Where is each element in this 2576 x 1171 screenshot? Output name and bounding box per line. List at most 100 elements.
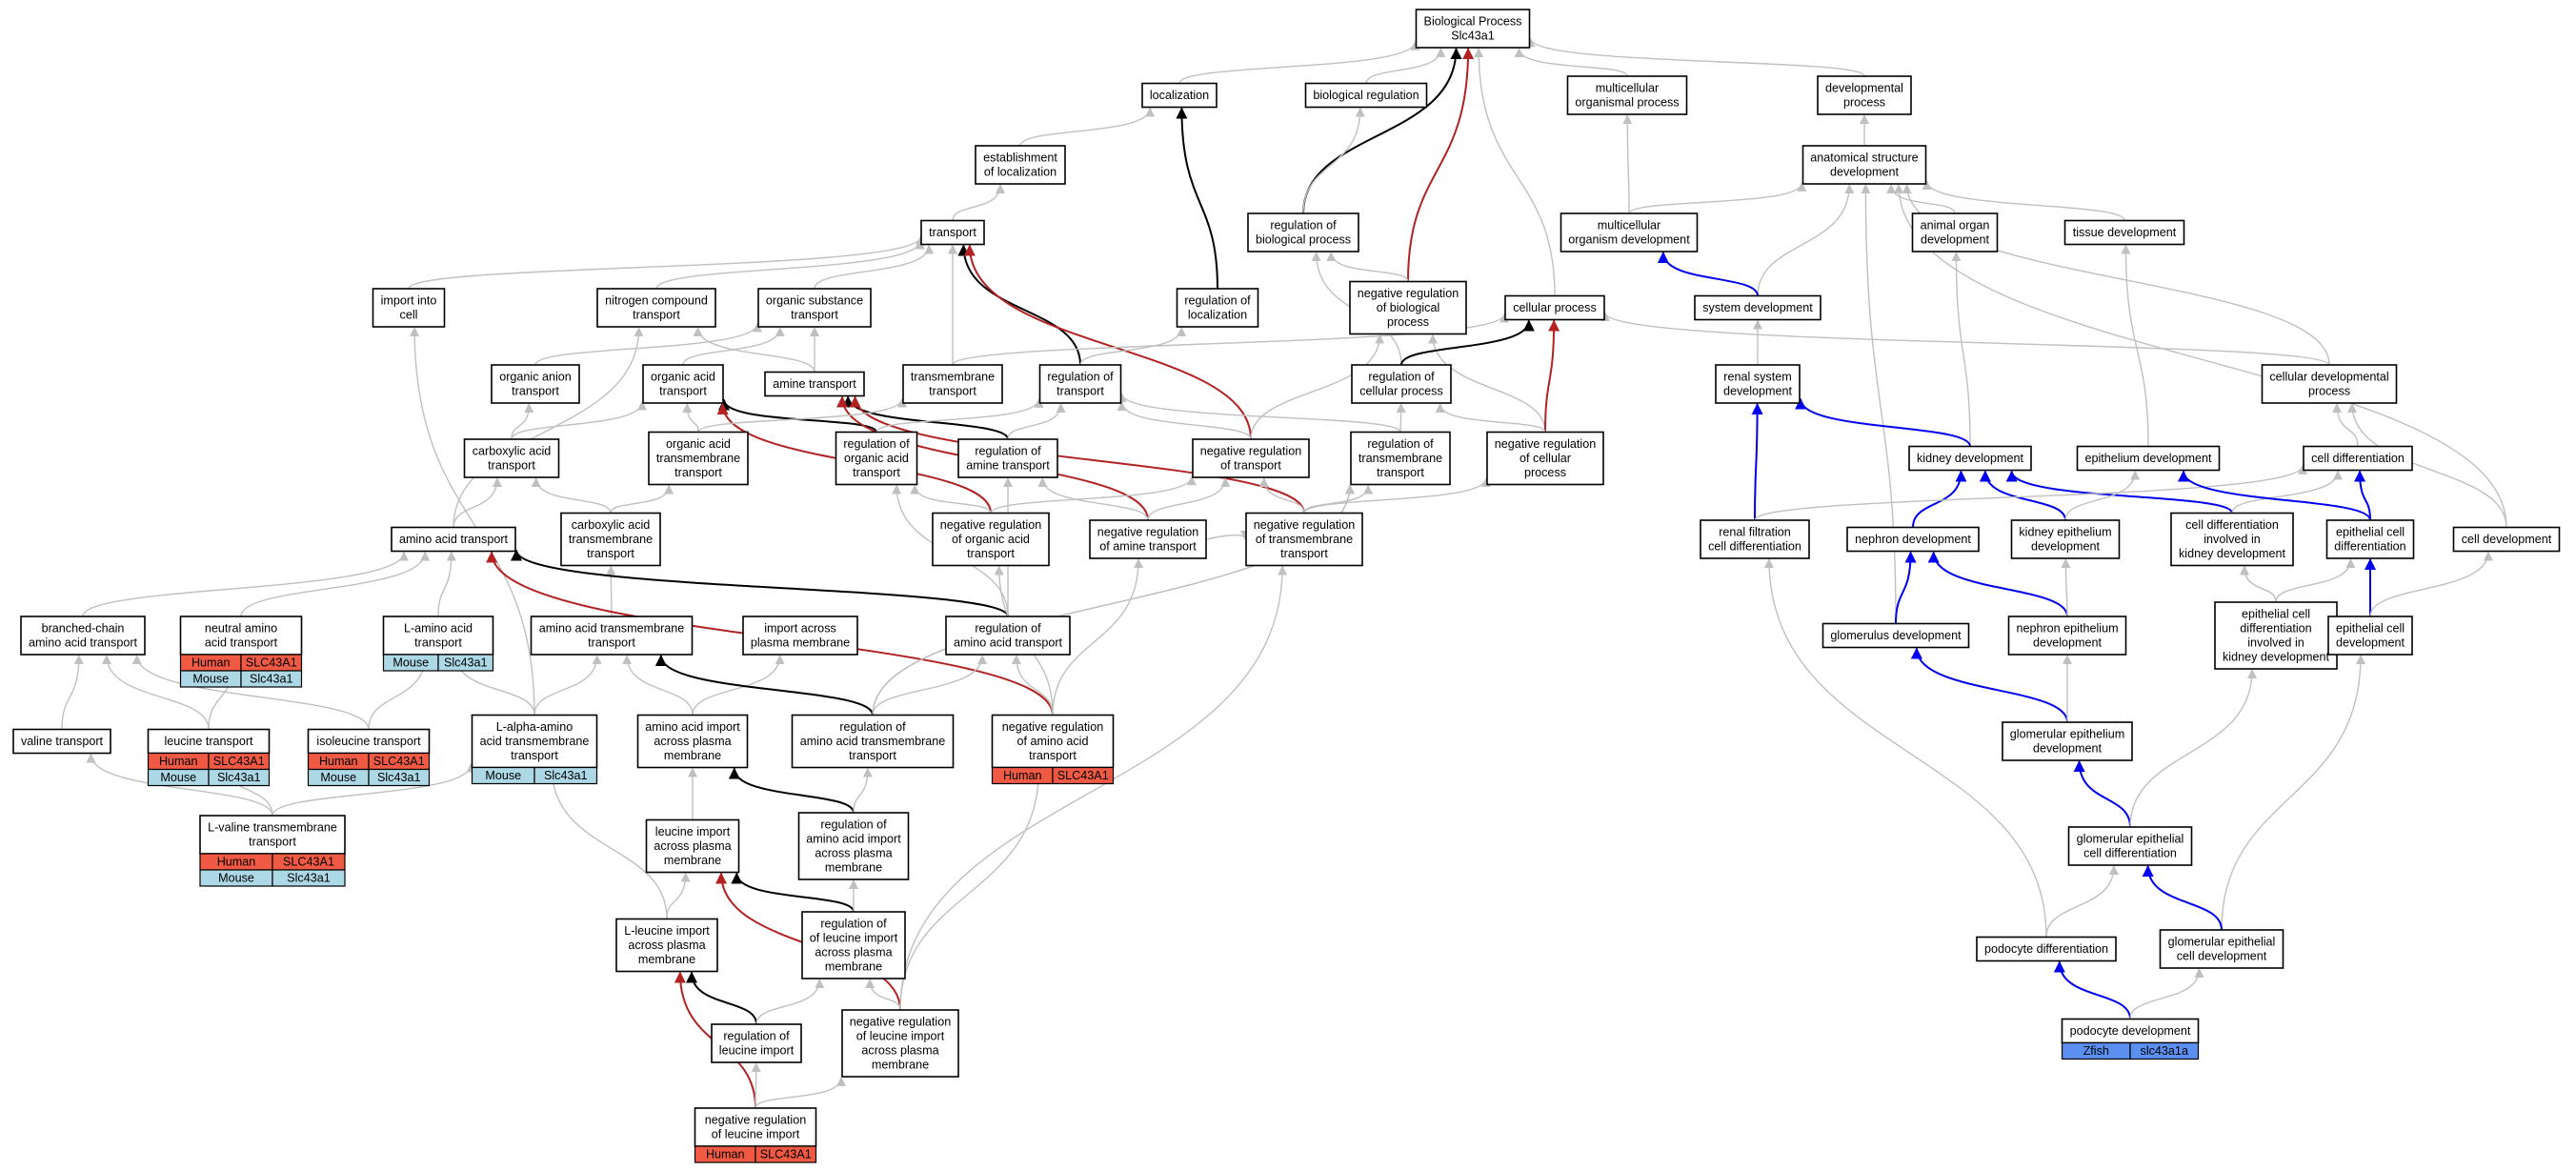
edge-oatm-to-orgat xyxy=(682,403,699,433)
edge-regleuiapm-to-leuiapm xyxy=(731,872,855,913)
term-node-loc[interactable]: localization xyxy=(1141,82,1218,109)
term-node-cellp[interactable]: cellular process xyxy=(1504,294,1605,321)
term-node-celldiff[interactable]: cell differentiation xyxy=(2303,445,2413,472)
term-node-podd[interactable]: podocyte differentiation xyxy=(1976,936,2117,962)
term-node-sysdev[interactable]: system development xyxy=(1694,294,1821,321)
svg-text:SLC43A1: SLC43A1 xyxy=(373,755,425,768)
edge-aod-to-asdev xyxy=(1886,184,1956,214)
term-label: regulation of xyxy=(1367,437,1434,451)
term-label: localization xyxy=(1188,309,1247,322)
term-box xyxy=(642,364,724,404)
term-node-aat[interactable]: amino acid transport xyxy=(391,526,516,553)
term-node-breg[interactable]: biological regulation xyxy=(1304,82,1428,109)
edge-poddev-to-gecdev xyxy=(2129,968,2204,1020)
edge-cdikd-to-celldiff xyxy=(2231,470,2344,514)
term-node-celldev[interactable]: cell development xyxy=(2452,526,2561,553)
edge-cdp-to-cellp xyxy=(1600,312,2330,366)
term-label: across plasma xyxy=(815,847,892,860)
term-box xyxy=(2007,616,2127,656)
term-node-valt[interactable]: valine transport xyxy=(12,728,111,755)
term-label: development xyxy=(1723,385,1793,398)
term-node-tisdev[interactable]: tissue development xyxy=(2063,219,2185,246)
edge-breg-to-bp xyxy=(1365,48,1446,84)
term-label: cell differentiation xyxy=(1708,540,1801,554)
term-node-epd[interactable]: epithelium development xyxy=(2076,445,2221,472)
term-box xyxy=(1247,212,1359,252)
term-label: transport xyxy=(929,385,976,398)
term-box xyxy=(841,1009,959,1078)
term-node-nd[interactable]: nephron development xyxy=(1846,526,1980,553)
term-node-gd[interactable]: glomerulus development xyxy=(1821,622,1970,649)
edge-rfcd-to-celldiff xyxy=(1754,464,2307,521)
term-node-amine[interactable]: amine transport xyxy=(764,371,865,397)
term-node-kd[interactable]: kidney development xyxy=(1908,445,2032,472)
term-label: transport xyxy=(791,309,838,322)
term-node-transport[interactable]: transport xyxy=(920,219,985,246)
edge-sysdev-to-mod xyxy=(1657,252,1759,296)
term-box xyxy=(1349,280,1467,335)
